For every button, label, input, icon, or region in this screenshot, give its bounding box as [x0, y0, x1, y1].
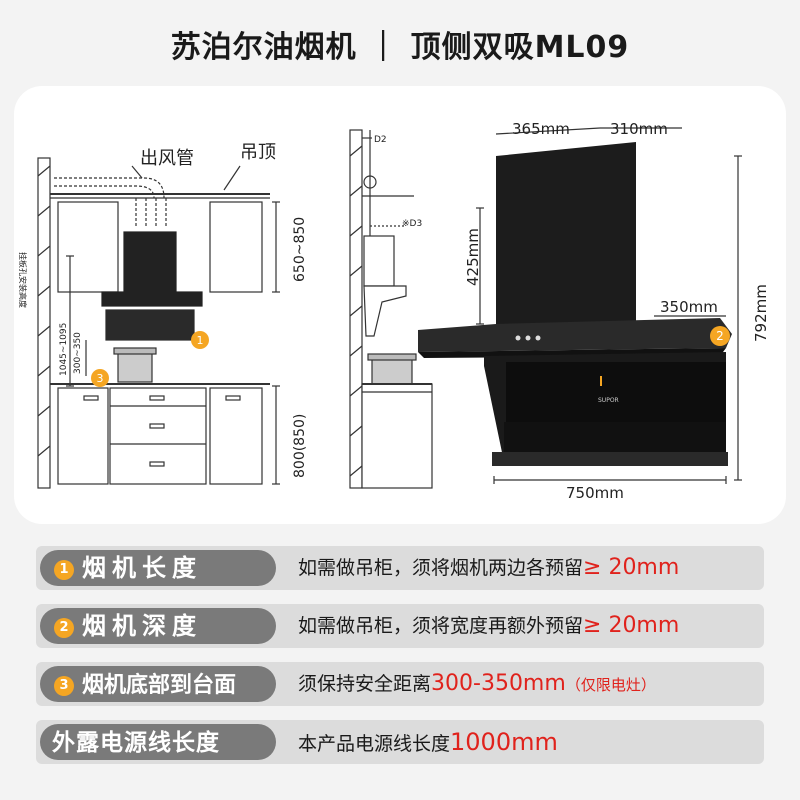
row-label-pill: 1 烟机长度	[40, 550, 276, 586]
dim-800-850: 800(850)	[292, 414, 308, 478]
row-hood-to-counter: 3 烟机底部到台面 须保持安全距离300-350mm（仅限电灶）	[36, 662, 764, 706]
row-value: 1000mm	[450, 728, 558, 756]
front-view	[37, 157, 280, 489]
row-desc-text: 须保持安全距离	[298, 673, 432, 695]
label-mount-height: 挂板孔安装高度	[18, 252, 28, 308]
diagram-panel: 出风管 吊顶 650~850 800(850) 1045~1095 300~35…	[14, 86, 786, 524]
row-power-cord: 外露电源线长度 本产品电源线长度1000mm	[36, 720, 764, 764]
row-value: ≥ 20mm	[583, 613, 680, 638]
row-description: 如需做吊柜，须将烟机两边各预留≥ 20mm	[298, 546, 679, 590]
row-label-pill: 3 烟机底部到台面	[40, 666, 276, 702]
dim-365: 365mm	[512, 120, 570, 138]
dim-750: 750mm	[566, 484, 624, 502]
row-description: 须保持安全距离300-350mm（仅限电灶）	[298, 662, 656, 706]
number-badge: 1	[54, 560, 74, 580]
row-note: （仅限电灶）	[565, 676, 656, 694]
dim-300-350: 300~350	[73, 332, 83, 374]
row-value: ≥ 20mm	[583, 555, 680, 580]
label-duct: 出风管	[140, 148, 194, 169]
page-title: 苏泊尔油烟机 ｜ 顶侧双吸ML09	[170, 30, 630, 65]
dim-310: 310mm	[610, 120, 668, 138]
dim-1045-1095: 1045~1095	[59, 323, 69, 376]
product-view	[418, 127, 742, 484]
installation-diagram: 出风管 吊顶 650~850 800(850) 1045~1095 300~35…	[18, 120, 770, 502]
marker-3-label: 3	[97, 372, 104, 385]
row-label: 烟机底部到台面	[82, 673, 237, 698]
row-description: 如需做吊柜，须将宽度再额外预留≥ 20mm	[298, 604, 679, 648]
row-desc-text: 如需做吊柜，须将宽度再额外预留	[298, 615, 584, 637]
row-label: 烟机长度	[82, 554, 202, 582]
row-label-pill: 2 烟机深度	[40, 608, 276, 644]
marker-2-icon	[710, 326, 730, 346]
label-ceiling: 吊顶	[240, 142, 276, 163]
row-description: 本产品电源线长度1000mm	[298, 720, 558, 764]
row-label-pill: 外露电源线长度	[40, 724, 276, 760]
marker-3-icon	[91, 369, 109, 387]
number-badge: 2	[54, 618, 74, 638]
row-hood-length: 1 烟机长度 如需做吊柜，须将烟机两边各预留≥ 20mm	[36, 546, 764, 590]
dim-350: 350mm	[660, 298, 718, 316]
marker-2-label: 2	[716, 329, 724, 343]
marker-1-label: 1	[197, 334, 204, 347]
marker-1-icon	[191, 331, 209, 349]
row-hood-depth: 2 烟机深度 如需做吊柜，须将宽度再额外预留≥ 20mm	[36, 604, 764, 648]
dim-792: 792mm	[752, 284, 770, 342]
number-badge: 3	[54, 676, 74, 696]
hood-top-plate	[418, 318, 732, 352]
row-label: 烟机深度	[82, 612, 202, 640]
row-label: 外露电源线长度	[52, 730, 220, 756]
brand-logo: SUPOR	[598, 397, 619, 404]
label-d2: D2	[374, 135, 387, 145]
row-desc-text: 如需做吊柜，须将烟机两边各预留	[298, 557, 584, 579]
row-value: 300-350mm	[431, 671, 566, 696]
dim-425: 425mm	[464, 228, 482, 286]
left-wall	[37, 157, 51, 489]
label-d3: ※D3	[402, 219, 422, 229]
hood-chimney	[496, 142, 636, 326]
dim-650-850: 650~850	[292, 217, 308, 282]
row-desc-text: 本产品电源线长度	[298, 733, 451, 755]
side-view	[349, 129, 433, 489]
